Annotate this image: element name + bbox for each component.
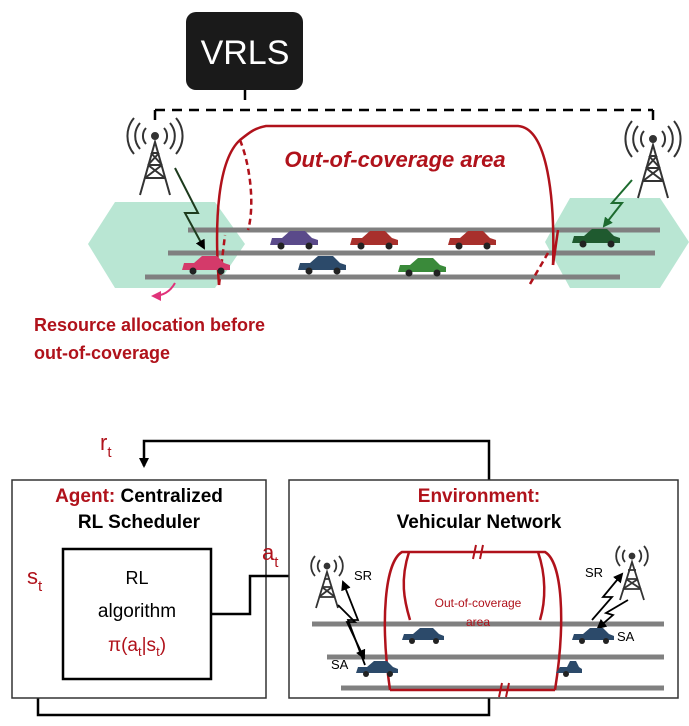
left-signal-arrow (174, 167, 205, 250)
reward-label: rt (100, 430, 112, 461)
left-tower-top (126, 117, 184, 196)
car-navy (298, 256, 346, 275)
sa-right-label: SA (617, 629, 635, 644)
rl-label-line1: RL (125, 568, 148, 588)
resource-pointer-arrow (151, 282, 176, 301)
reward-loop (139, 439, 491, 480)
ooc-small-line1: Out-of-coverage (435, 596, 522, 610)
environment-box (288, 479, 679, 699)
env-car-1 (402, 628, 444, 644)
left-tower-bottom (310, 555, 344, 609)
car-green (398, 258, 446, 277)
arch-break-marks (472, 544, 510, 698)
vrls-label: VRLS (201, 34, 290, 72)
right-tower-bottom (615, 545, 649, 601)
right-sa-zigzag (596, 599, 629, 630)
env-car-4 (556, 661, 582, 677)
sr-left-label: SR (354, 568, 372, 583)
action-arrow (211, 571, 301, 616)
env-title-line2: Vehicular Network (397, 512, 562, 533)
vrls-box: VRLS (186, 12, 303, 90)
sr-right-label: SR (585, 565, 603, 580)
env-car-3 (572, 628, 614, 644)
right-signal-arrow (602, 179, 633, 228)
resource-note-line2: out-of-coverage (34, 343, 170, 363)
car-purple (270, 231, 318, 250)
resource-note-line1: Resource allocation before (34, 315, 265, 335)
agent-title-line2: RL Scheduler (78, 512, 201, 533)
out-of-coverage-label: Out-of-coverage area (284, 147, 505, 172)
policy-label: π(at|st) (108, 635, 166, 659)
agent-title-line1: Agent: Centralized (55, 486, 223, 507)
car-red-2 (448, 231, 496, 250)
rl-label-line2: algorithm (98, 601, 176, 622)
action-label: at (262, 540, 279, 571)
right-tower-top (624, 120, 682, 199)
top-roads (145, 227, 660, 280)
car-red-1 (350, 231, 398, 250)
car-pink (182, 256, 230, 275)
env-title-line1: Environment: (418, 486, 540, 507)
dashed-backhaul (153, 90, 655, 125)
sa-left-label: SA (331, 657, 349, 672)
rl-algorithm-box (61, 547, 213, 681)
env-car-2 (356, 661, 398, 677)
ooc-small-line2: area (466, 615, 490, 629)
out-of-coverage-arch (215, 124, 560, 286)
left-sa-zigzag (337, 604, 366, 660)
car-dark-green (572, 229, 620, 248)
right-sr-zigzag (591, 572, 624, 621)
state-label: st (27, 564, 43, 595)
